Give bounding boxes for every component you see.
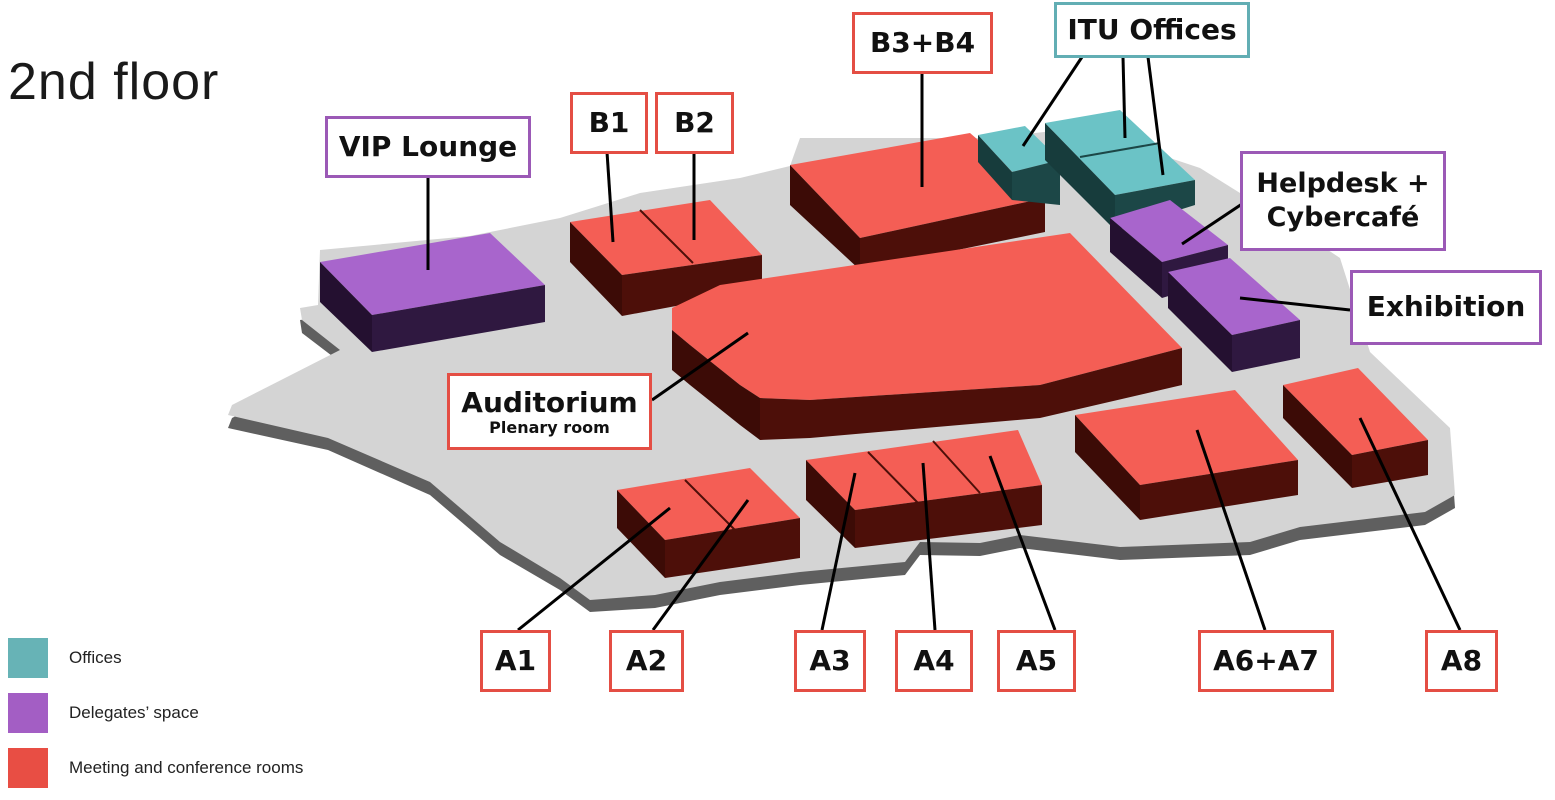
- a1-a2-block: [617, 468, 800, 578]
- label-a8: A8: [1425, 630, 1498, 692]
- label-a2: A2: [609, 630, 684, 692]
- label-a4: A4: [895, 630, 973, 692]
- label-a6-a7-text: A6+A7: [1213, 643, 1319, 677]
- legend-label-meeting: Meeting and conference rooms: [69, 758, 304, 777]
- legend-offices: Offices: [8, 638, 122, 678]
- label-itu-offices-text: ITU Offices: [1067, 12, 1237, 46]
- label-exhibition-text: Exhibition: [1366, 290, 1526, 324]
- label-a2-text: A2: [625, 643, 668, 677]
- floor-title: 2nd floor: [8, 53, 220, 111]
- label-a5-text: A5: [1015, 643, 1058, 677]
- label-helpdesk: Helpdesk + Cybercafé: [1240, 151, 1446, 251]
- legend-delegates: Delegates’ space: [8, 693, 199, 733]
- legend-meeting: Meeting and conference rooms: [8, 748, 303, 788]
- label-a5: A5: [997, 630, 1076, 692]
- vip-lounge-block: [320, 233, 545, 352]
- label-b3-b4-text: B3+B4: [869, 25, 976, 59]
- label-a1: A1: [480, 630, 551, 692]
- label-a4-text: A4: [913, 643, 955, 677]
- legend-label-offices: Offices: [69, 648, 122, 667]
- label-a6-a7: A6+A7: [1198, 630, 1334, 692]
- label-itu-offices: ITU Offices: [1054, 2, 1250, 58]
- label-auditorium: Auditorium Plenary room: [447, 373, 652, 450]
- b1-b2-block: [570, 200, 762, 316]
- a8-block: [1283, 368, 1428, 488]
- leader-lines: [426, 56, 1462, 632]
- label-auditorium-sub: Plenary room: [489, 417, 610, 437]
- label-a1-text: A1: [494, 643, 537, 677]
- legend-swatch-meeting: [8, 748, 48, 788]
- label-auditorium-text: Auditorium: [461, 385, 638, 419]
- a6-a7-block: [1075, 390, 1298, 520]
- label-a8-text: A8: [1440, 643, 1483, 677]
- label-b1-text: B1: [588, 105, 630, 139]
- legend-swatch-offices: [8, 638, 48, 678]
- label-vip-lounge-text: VIP Lounge: [338, 129, 518, 163]
- label-exhibition: Exhibition: [1350, 270, 1542, 345]
- label-b2-text: B2: [674, 105, 715, 139]
- label-b3-b4: B3+B4: [852, 12, 993, 74]
- label-b1: B1: [570, 92, 648, 154]
- label-a3: A3: [794, 630, 866, 692]
- label-vip-lounge: VIP Lounge: [325, 116, 531, 178]
- legend-label-delegates: Delegates’ space: [69, 703, 199, 722]
- label-a3-text: A3: [809, 643, 851, 677]
- auditorium-block: [672, 233, 1182, 440]
- exhibition-block: [1168, 258, 1300, 372]
- label-helpdesk-line1: Helpdesk +: [1256, 168, 1430, 200]
- label-b2: B2: [655, 92, 734, 154]
- label-helpdesk-line2: Cybercafé: [1266, 202, 1420, 233]
- legend-swatch-delegates: [8, 693, 48, 733]
